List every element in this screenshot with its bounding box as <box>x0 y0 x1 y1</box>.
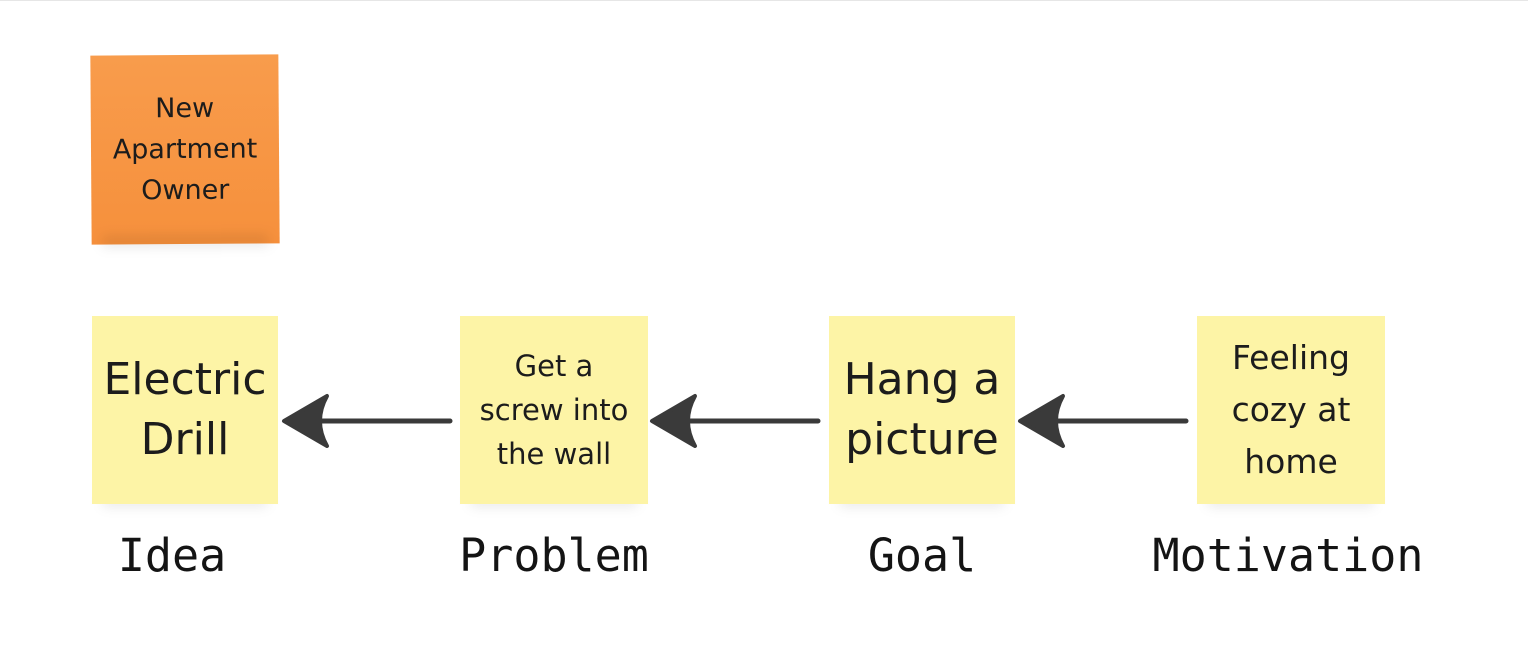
idea-sticky-text: Electric Drill <box>103 354 267 465</box>
problem-sticky-text: Get a screw into the wall <box>479 349 629 471</box>
arrow-problem-to-idea <box>282 394 453 448</box>
idea-sticky-note: Electric Drill <box>92 316 278 504</box>
motivation-sticky-note: Feeling cozy at home <box>1197 316 1385 504</box>
problem-sticky-note: Get a screw into the wall <box>460 316 648 504</box>
arrow-motivation-to-goal <box>1018 394 1189 448</box>
label-problem: Problem <box>459 529 649 582</box>
top-border-line <box>0 0 1528 1</box>
label-idea: Idea <box>117 529 227 582</box>
arrow-goal-to-problem <box>650 394 821 448</box>
label-goal: Goal <box>867 529 977 582</box>
goal-sticky-text: Hang a picture <box>843 354 1001 465</box>
goal-sticky-note: Hang a picture <box>829 316 1015 504</box>
motivation-sticky-text: Feeling cozy at home <box>1231 338 1351 481</box>
label-motivation: Motivation <box>1152 529 1424 582</box>
